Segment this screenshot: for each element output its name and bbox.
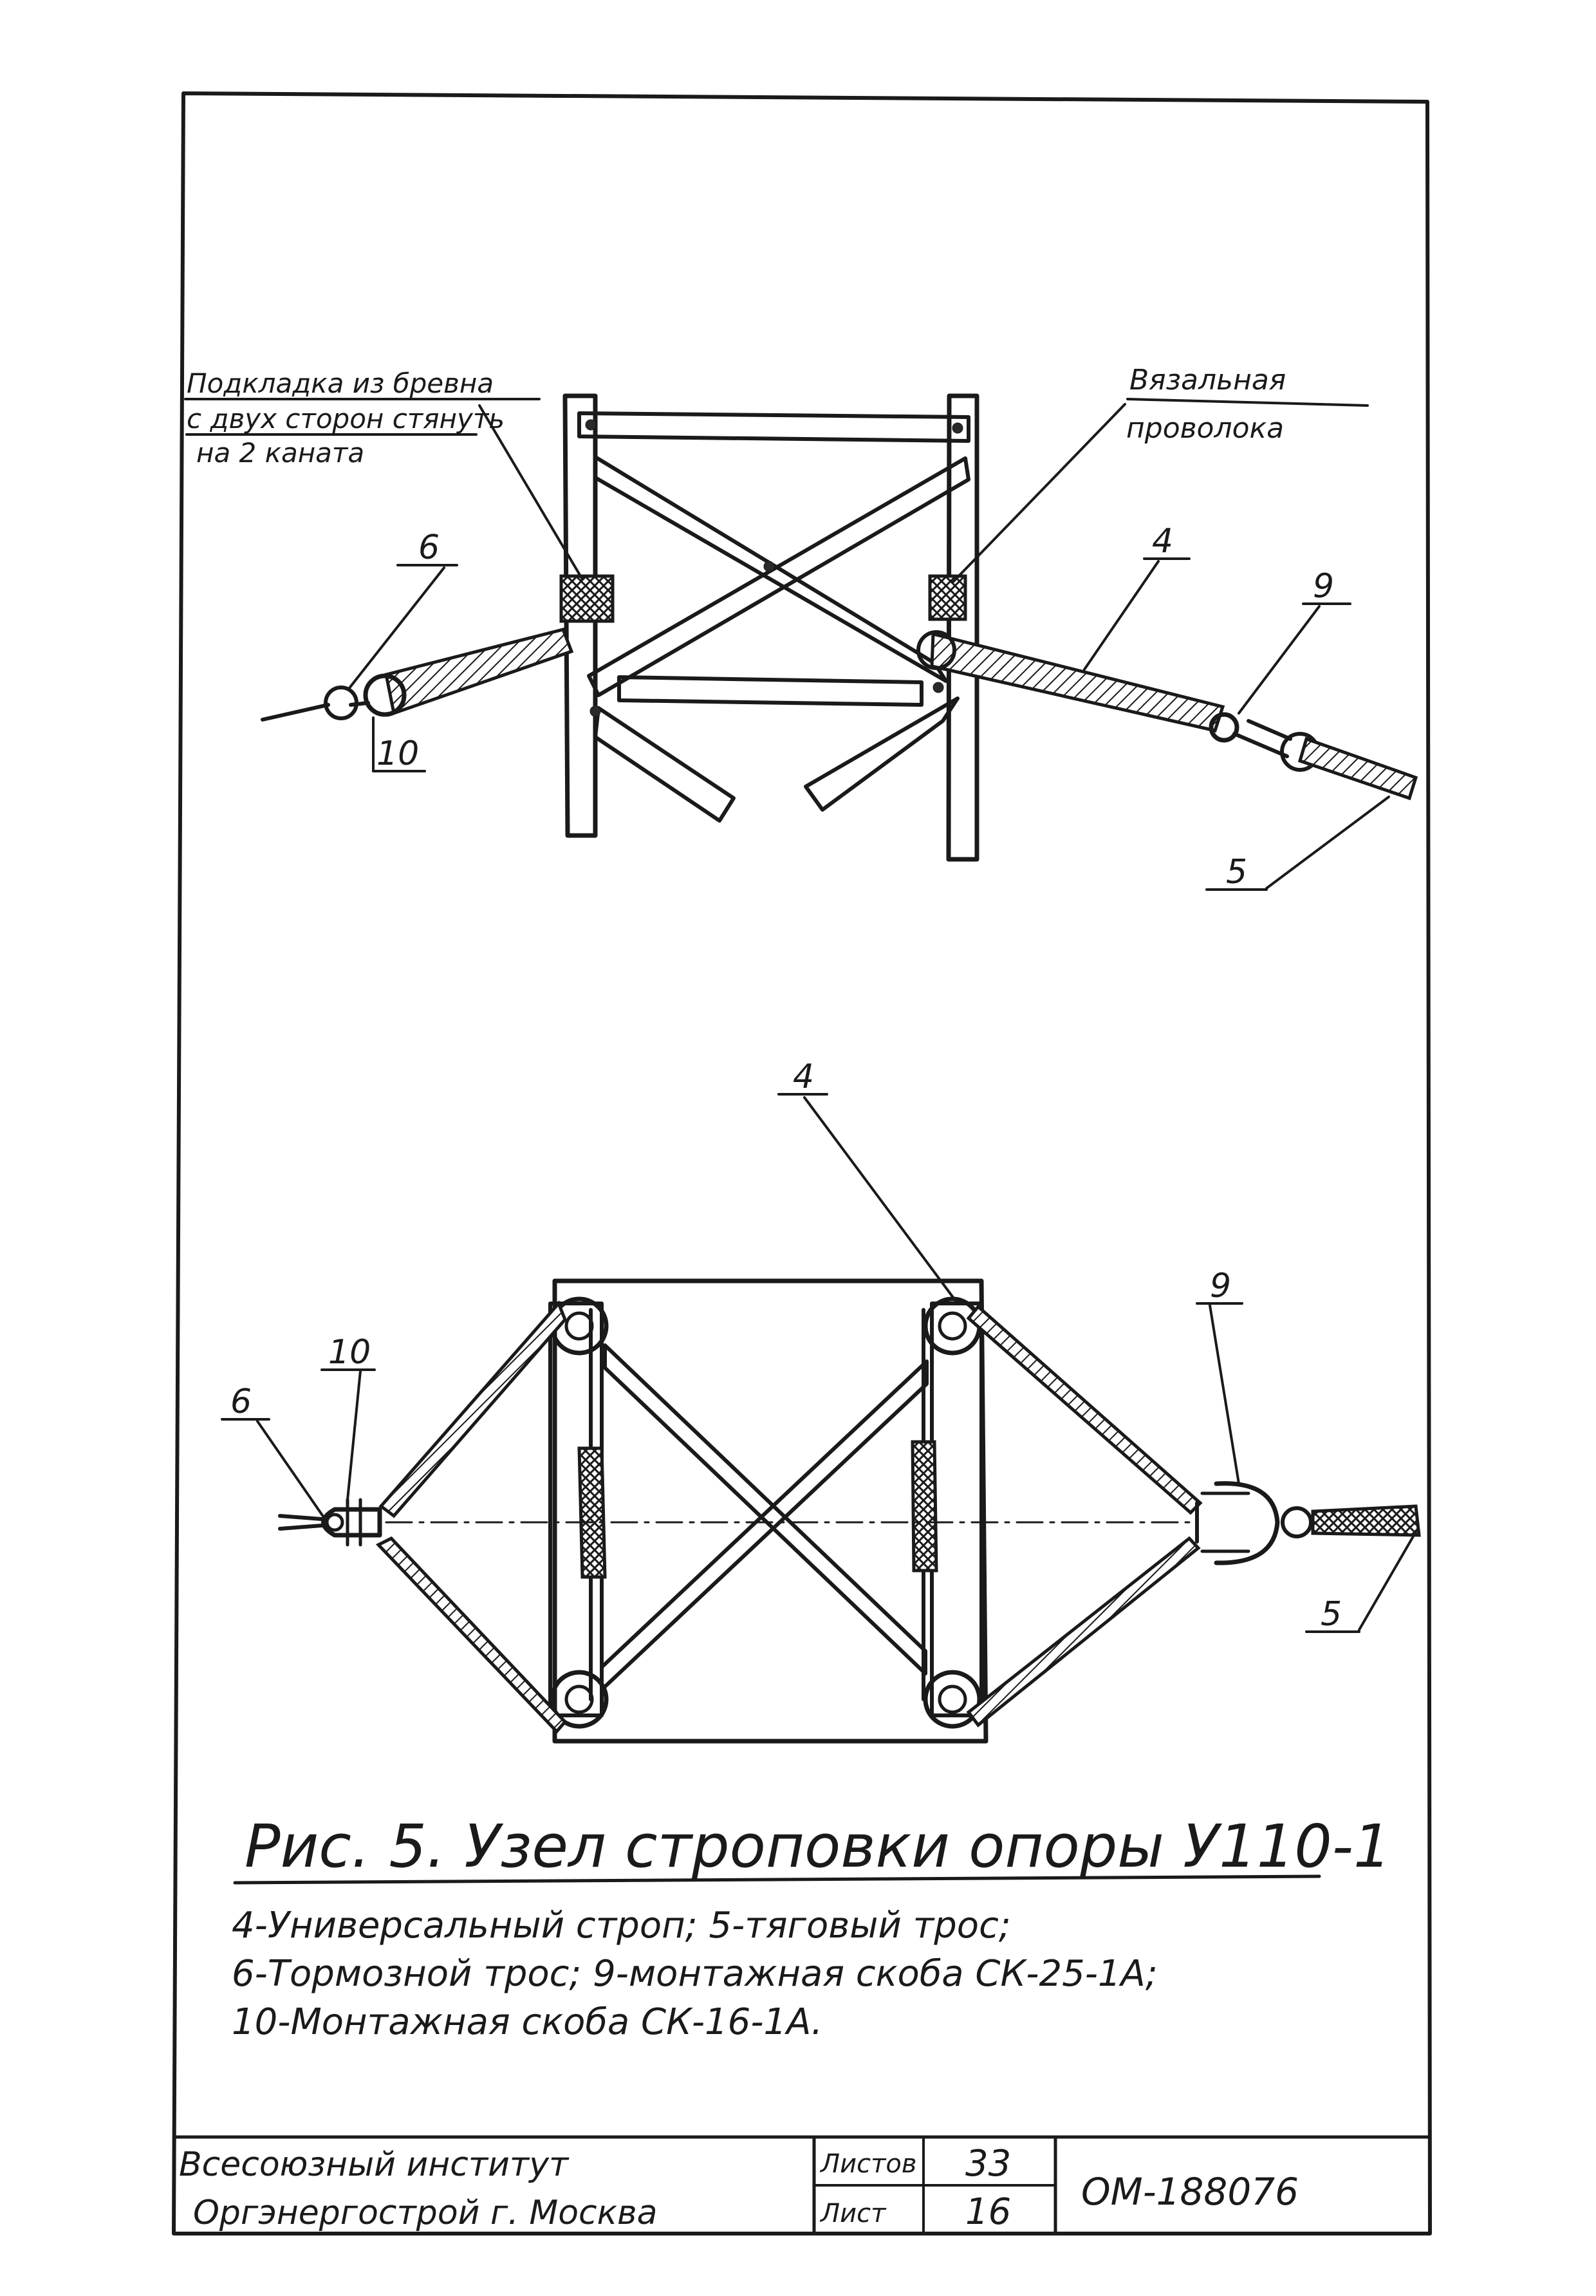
sheets-value: 33 [965, 2143, 1011, 2185]
label-bottom-9: 9 [1210, 1267, 1231, 1305]
sheets-label: Листов [819, 2149, 916, 2179]
leader-bottom-9: 9 [1196, 1267, 1243, 1485]
org-line1: Всесоюзный институт [179, 2145, 570, 2184]
callout-right-line2: проволока [1126, 412, 1284, 445]
left-shackle-bottom [278, 1498, 382, 1547]
legend-line2: 6-Тормозной трос; 9-монтажная скоба СК-2… [232, 1953, 1158, 1995]
top-view: Подкладка из бревна с двух сторон стянут… [184, 364, 1418, 891]
title-block: Всесоюзный институт Оргэнергострой г. Мо… [173, 2135, 1432, 2235]
document-code: ОМ-188076 [1081, 2170, 1299, 2214]
leader-bottom-6: 6 [221, 1383, 326, 1520]
callout-left-line3: на 2 каната [196, 437, 364, 469]
drawing-frame [172, 91, 1432, 2235]
lower-cut-braces [589, 682, 960, 823]
turnbuckles [577, 1308, 938, 1701]
bottom-view: 4 9 10 6 5 [221, 1058, 1421, 1744]
org-line2: Оргэнергострой г. Москва [193, 2194, 658, 2232]
figure-title: Рис. 5. Узел строповки опоры У110-1 [245, 1812, 1391, 1881]
upper-brace [577, 411, 970, 443]
cross-braces-top [587, 455, 970, 697]
right-sling-top [916, 630, 1418, 801]
label-top-6: 6 [418, 528, 440, 567]
callout-binding-wire: Вязальная проволока [951, 364, 1369, 584]
log-pads [559, 574, 967, 623]
label-bottom-10: 10 [328, 1333, 371, 1372]
leader-top-5: 5 [1205, 796, 1390, 891]
callout-left-line1: Подкладка из бревна [187, 368, 494, 399]
leader-top-10: 10 [372, 716, 426, 773]
leader-top-9: 9 [1238, 567, 1351, 714]
callout-right-line1: Вязальная [1129, 364, 1286, 397]
legend-line3: 10-Монтажная скоба СК-16-1А. [232, 2001, 822, 2043]
right-shackle-bottom [1195, 1481, 1421, 1565]
legend-line1: 4-Универсальный строп; 5-тяговый трос; [232, 1905, 1011, 1946]
left-sling-top [261, 628, 574, 722]
universal-sling-bottom [375, 1300, 1203, 1734]
sheet-label: Лист [819, 2199, 887, 2228]
sheet-value: 16 [965, 2191, 1011, 2233]
tower-legs-top [562, 393, 979, 862]
leader-bottom-10: 10 [320, 1333, 376, 1501]
x-bracing-bottom [600, 1343, 929, 1692]
label-top-4: 4 [1152, 522, 1173, 561]
leader-top-6: 6 [348, 528, 458, 690]
callout-left-line2: с двух сторон стянуть [187, 403, 505, 434]
leader-bottom-5: 5 [1305, 1531, 1417, 1634]
label-top-10: 10 [376, 734, 419, 773]
lower-brace [617, 675, 923, 707]
label-bottom-5: 5 [1321, 1595, 1342, 1634]
label-bottom-6: 6 [230, 1383, 252, 1421]
label-top-5: 5 [1226, 853, 1247, 891]
figure-caption: Рис. 5. Узел строповки опоры У110-1 4-Ун… [232, 1812, 1391, 2043]
label-top-9: 9 [1313, 567, 1334, 606]
leader-bottom-4: 4 [777, 1058, 959, 1305]
leader-top-4: 4 [1083, 522, 1191, 671]
label-bottom-4: 4 [793, 1058, 814, 1096]
callout-log-pad: Подкладка из бревна с двух сторон стянут… [184, 368, 584, 581]
